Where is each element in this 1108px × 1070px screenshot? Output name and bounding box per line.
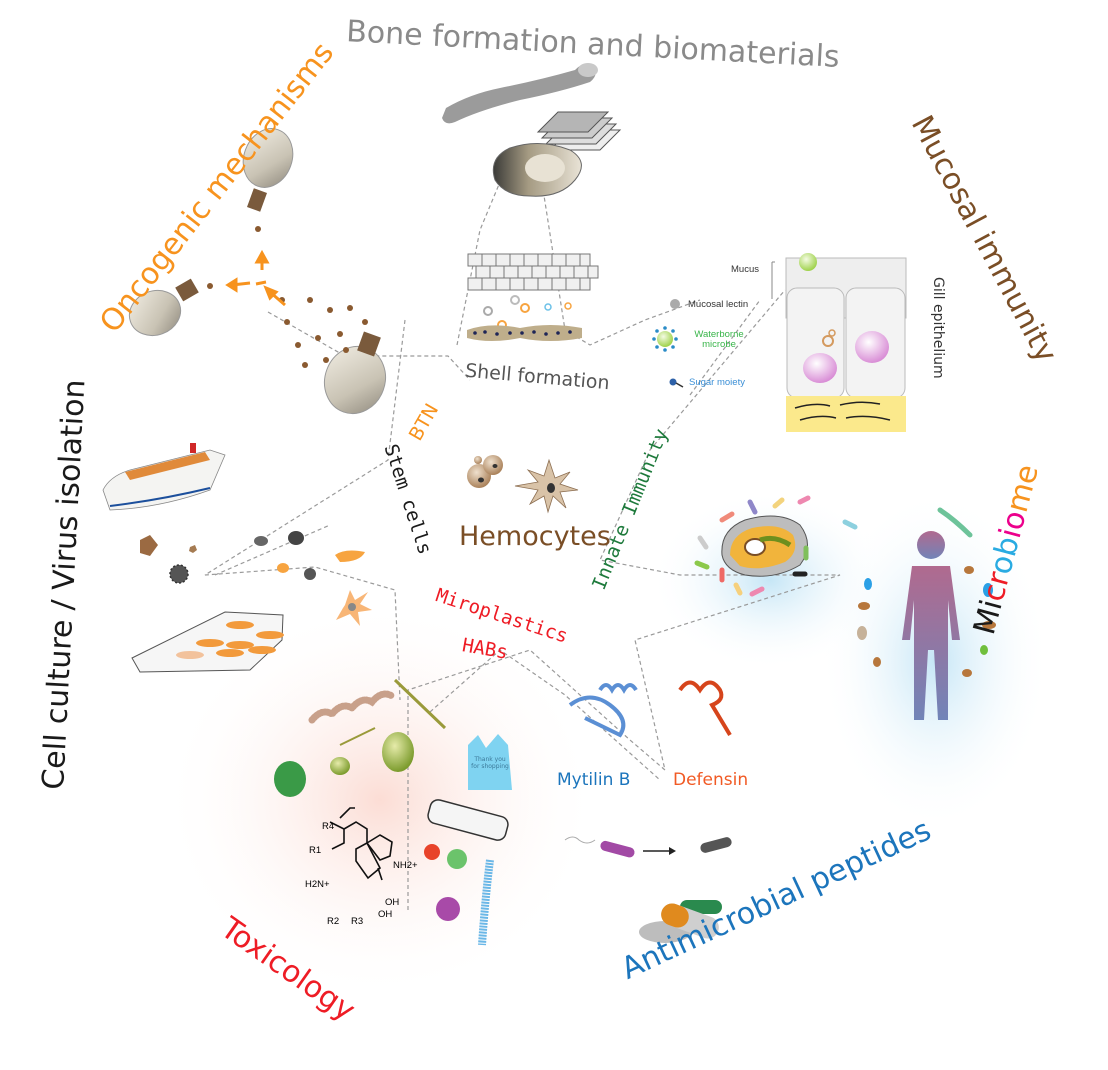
plastic-bottle-icon: [427, 799, 509, 841]
clam-top-icon: [242, 128, 294, 212]
hemocyte-granular-icon: [467, 455, 503, 488]
toxin-oh-1: OH: [385, 897, 400, 908]
virus-brown-icon: [140, 535, 197, 556]
toxin-r2: R2: [327, 916, 340, 927]
microplastic-particles-icon: [424, 844, 494, 946]
plastic-bag-text: Thank you for shopping: [471, 756, 509, 770]
gill-epithelium-illustration: [771, 253, 907, 432]
mytilin-b-structure-icon: [568, 683, 638, 738]
shell-brick-layer-icon: [467, 253, 599, 291]
clam-center-icon: [324, 331, 386, 415]
waterborne-microbe-icon: [652, 326, 678, 352]
saxitoxin-structure-icon: [329, 807, 393, 881]
mineral-particles-icon: [483, 295, 572, 330]
human-figure-icon: [902, 531, 960, 720]
microbiome-bacteria-icon: [857, 507, 996, 677]
toxin-r4: R4: [322, 821, 335, 832]
bacterium-lysis-icon: [564, 836, 732, 858]
algae-cells-icon: [274, 678, 447, 797]
oyster-shell-icon: [492, 143, 582, 197]
btn-spread-arrows-icon: [225, 249, 286, 307]
clam-left-icon: [128, 278, 199, 337]
peptide-label-defensin: Defensin: [673, 770, 749, 790]
toxin-oh-2: OH: [378, 909, 393, 920]
mantle-epithelium-icon: [467, 325, 582, 341]
virus-gray-icon: [169, 564, 189, 584]
sugar-moiety-icon: [669, 378, 684, 388]
toxin-r3: R3: [351, 916, 364, 927]
gill-label-epithelium: Gill epithelium: [930, 277, 946, 379]
culture-plate-icon: [131, 611, 284, 673]
toxin-nh2: NH2+: [393, 860, 418, 871]
toxin-h2n: H2N+: [305, 879, 330, 890]
toxicology-glow: [160, 600, 600, 1000]
mucosal-lectin-icon: [670, 299, 680, 309]
pills-icon: [639, 900, 722, 943]
peptide-label-mytilin: Mytilin B: [557, 770, 631, 790]
stem-cells-icon: [254, 531, 372, 626]
biomaterial-sheets-icon: [536, 111, 622, 151]
center-label-hemocytes: Hemocytes: [459, 521, 611, 552]
toxin-r1: R1: [309, 845, 322, 856]
defensin-structure-icon: [678, 680, 732, 737]
gill-label-lectin: Mucosal lectin: [688, 299, 749, 310]
gill-label-sugar: Sugar moiety: [689, 377, 745, 388]
gill-label-mucus: Mucus: [731, 264, 759, 275]
bone-icon: [442, 63, 598, 124]
hemocyte-spread-icon: [514, 458, 579, 514]
btn-cells-icon: [207, 226, 368, 368]
plastic-bag-icon: [468, 734, 512, 790]
oyster-with-bacteria-icon: [694, 495, 858, 597]
gill-label-microbe: Waterborne microbe: [694, 329, 744, 351]
cruise-ship-icon: [102, 443, 226, 511]
